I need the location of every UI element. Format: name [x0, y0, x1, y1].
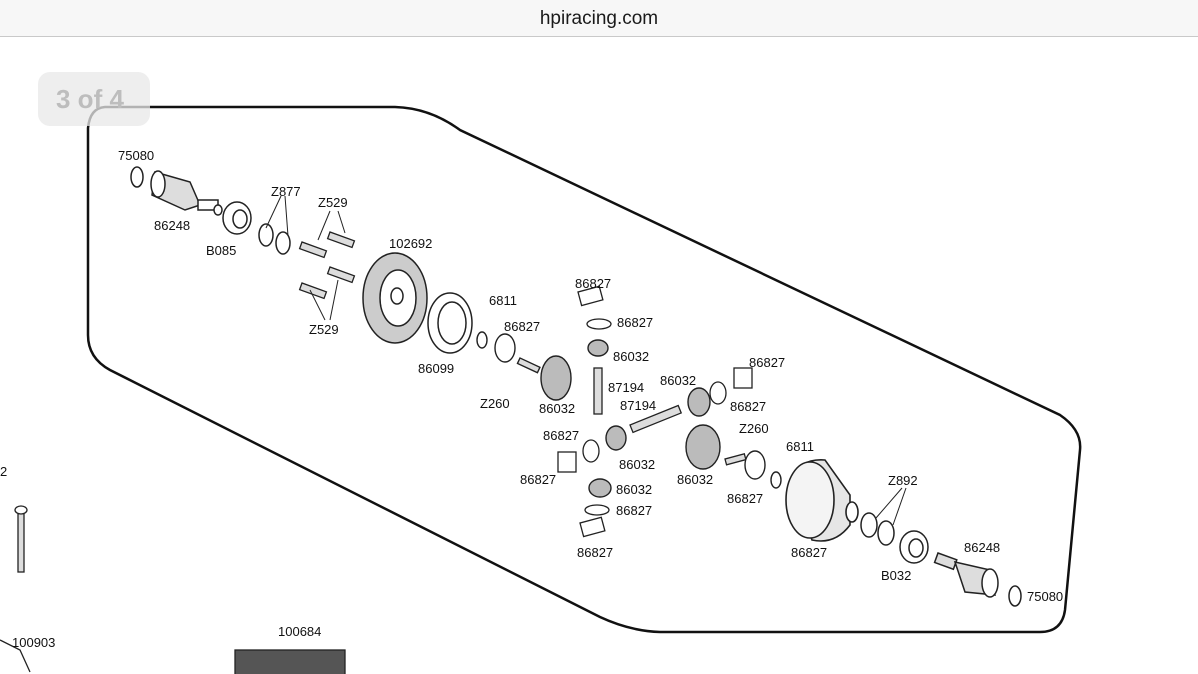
- part-label: Z260: [739, 421, 769, 436]
- part-label: 86032: [539, 401, 575, 416]
- part-label: Z877: [271, 184, 301, 199]
- left-partial-parts: [0, 505, 346, 674]
- part-label: 86827: [543, 428, 579, 443]
- pins-87194: [593, 367, 747, 466]
- part-label: 86032: [616, 482, 652, 497]
- part-label: 86248: [964, 540, 1000, 555]
- orings-z877: [258, 223, 291, 255]
- part-label: 86827: [575, 276, 611, 291]
- part-label: 86032: [613, 349, 649, 364]
- part-label: 102692: [389, 236, 432, 251]
- part-label: 86032: [677, 472, 713, 487]
- part-label: 2: [0, 464, 7, 479]
- ring-gear-102692: [362, 252, 428, 344]
- diff-case-86827: [785, 459, 859, 542]
- washers-right: [744, 450, 782, 489]
- part-label: 87194: [608, 380, 644, 395]
- bevel-gears: [540, 339, 721, 498]
- bearing-b032: [899, 530, 929, 564]
- part-label: 86827: [727, 491, 763, 506]
- leader-lines: [265, 195, 907, 526]
- address-bar[interactable]: hpiracing.com: [0, 0, 1198, 37]
- part-label: 6811: [489, 293, 517, 308]
- gallery-counter: 3 of 4: [38, 72, 150, 126]
- part-label: 100684: [278, 624, 321, 639]
- part-label: 75080: [1027, 589, 1063, 604]
- gasket-86099: [427, 292, 473, 354]
- small-washers: [557, 285, 753, 538]
- part-label: 86827: [577, 545, 613, 560]
- output-cup-left: [130, 166, 223, 216]
- part-label: 100903: [12, 635, 55, 650]
- washers-center: [476, 331, 541, 374]
- part-label: Z529: [309, 322, 339, 337]
- part-label: B032: [881, 568, 911, 583]
- part-label: 86827: [730, 399, 766, 414]
- part-label: B085: [206, 243, 236, 258]
- part-label: Z529: [318, 195, 348, 210]
- part-labels: 75080 86248 B085 Z877 Z529 Z529 102692 8…: [0, 148, 1063, 650]
- bearing-b085: [222, 201, 252, 235]
- part-label: 6811: [786, 439, 814, 454]
- part-label: 87194: [620, 398, 656, 413]
- part-label: 86032: [660, 373, 696, 388]
- exploded-parts-diagram: 75080 86248 B085 Z877 Z529 Z529 102692 8…: [0, 105, 1082, 674]
- address-text: hpiracing.com: [539, 8, 659, 29]
- output-cup-right: [933, 552, 1022, 607]
- part-label: 86827: [520, 472, 556, 487]
- part-label: 86827: [617, 315, 653, 330]
- part-label: 86827: [791, 545, 827, 560]
- gallery-counter-text: 3 of 4: [56, 84, 124, 114]
- part-label: Z260: [480, 396, 510, 411]
- screws-z529: [298, 231, 356, 300]
- part-label: 86032: [619, 457, 655, 472]
- part-label: 86827: [616, 503, 652, 518]
- part-label: 86248: [154, 218, 190, 233]
- orings-z892: [860, 512, 895, 546]
- part-label: 75080: [118, 148, 154, 163]
- assembly-outline: [86, 105, 1082, 634]
- part-label: 86827: [504, 319, 540, 334]
- part-label: 86827: [749, 355, 785, 370]
- part-label: Z892: [888, 473, 918, 488]
- part-label: 86099: [418, 361, 454, 376]
